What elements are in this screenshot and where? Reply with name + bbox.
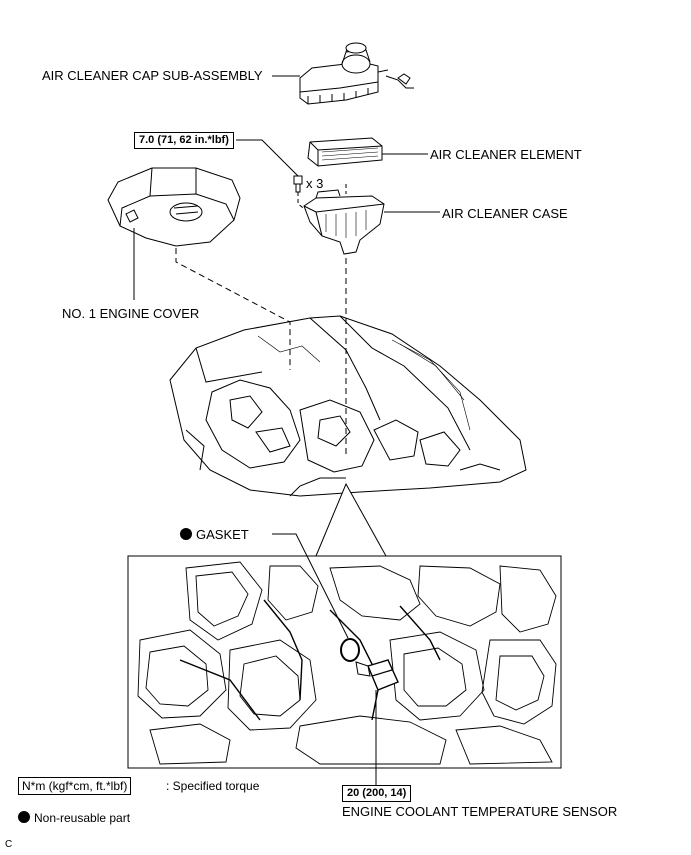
gasket-label: GASKET bbox=[180, 527, 249, 542]
air-cleaner-cap-label: AIR CLEANER CAP SUB-ASSEMBLY bbox=[42, 68, 263, 83]
bolt-torque-leader bbox=[236, 139, 299, 177]
engine-cover-drawing bbox=[107, 167, 241, 247]
gasket-leader bbox=[272, 533, 349, 639]
legend-torque-box: N*m (kgf*cm, ft.*lbf) bbox=[18, 777, 132, 795]
non-reusable-dot-icon bbox=[180, 528, 192, 540]
bolt-torque-box: 7.0 (71, 62 in.*lbf) bbox=[134, 132, 234, 149]
detail-engine-drawing bbox=[137, 561, 557, 765]
air-cleaner-element-label: AIR CLEANER ELEMENT bbox=[430, 147, 582, 162]
air-cleaner-case-label: AIR CLEANER CASE bbox=[442, 206, 568, 221]
gasket-label-text: GASKET bbox=[196, 527, 249, 542]
sensor-drawing bbox=[355, 659, 399, 691]
callout-pointer bbox=[315, 482, 387, 557]
detail-inset-frame bbox=[127, 555, 562, 769]
engine-cover-label: NO. 1 ENGINE COVER bbox=[62, 306, 200, 321]
engine-bay-drawing bbox=[169, 315, 527, 497]
legend-nonreusable-text: Non-reusable part bbox=[34, 811, 131, 825]
bolt-quantity-label: x 3 bbox=[306, 176, 324, 191]
gasket-drawing bbox=[340, 638, 360, 662]
air-cleaner-element-drawing bbox=[307, 137, 383, 167]
non-reusable-dot-icon bbox=[18, 811, 30, 823]
legend-nonreusable: Non-reusable part bbox=[18, 811, 130, 826]
air-cleaner-case-drawing bbox=[303, 189, 385, 255]
corner-code: C bbox=[5, 839, 13, 850]
bolt-drawing bbox=[293, 175, 303, 193]
sensor-label: ENGINE COOLANT TEMPERATURE SENSOR bbox=[342, 804, 618, 819]
air-cleaner-cap-drawing bbox=[299, 42, 414, 105]
legend-torque-text: : Specified torque bbox=[166, 779, 260, 793]
sensor-torque-box: 20 (200, 14) bbox=[342, 785, 412, 802]
